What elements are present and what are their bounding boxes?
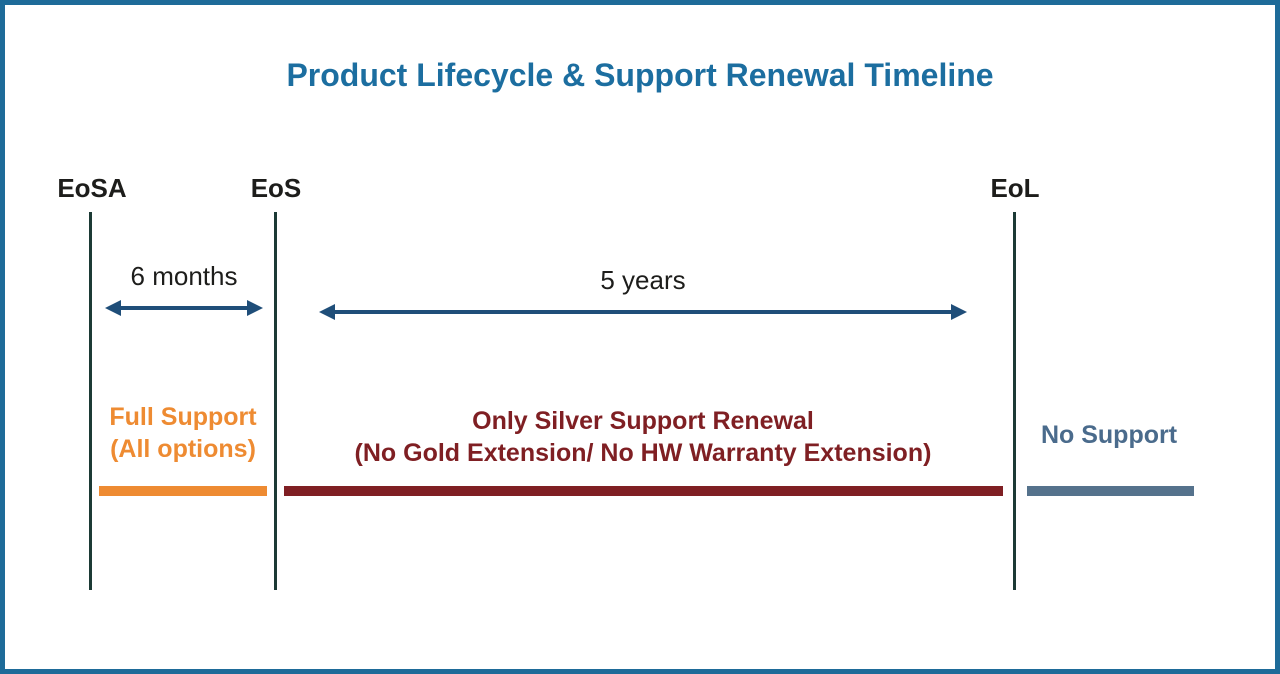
phase-bar-full-support xyxy=(99,486,267,496)
phase-label-line2: (No Gold Extension/ No HW Warranty Exten… xyxy=(354,439,932,467)
milestone-label-eol: EoL xyxy=(990,173,1040,203)
diagram-title: Product Lifecycle & Support Renewal Time… xyxy=(286,57,994,93)
arrowhead-right-icon xyxy=(247,300,263,316)
double-arrow-icon xyxy=(105,299,263,317)
phase-label-full-support: Full Support (All options) xyxy=(63,401,303,465)
phase-bar-no-support xyxy=(1027,486,1194,496)
duration-eosa-to-eos: 6 months xyxy=(105,261,263,317)
milestone-line-eos xyxy=(274,212,277,590)
arrow-shaft xyxy=(119,306,249,310)
phase-bar-silver-support xyxy=(284,486,1003,496)
milestone-line-eosa xyxy=(89,212,92,590)
duration-label-5-years: 5 years xyxy=(600,265,686,295)
milestone-label-eosa: EoSA xyxy=(57,173,127,203)
milestone-line-eol xyxy=(1013,212,1016,590)
phase-label-line1: Full Support xyxy=(109,403,257,431)
duration-label-6-months: 6 months xyxy=(130,261,238,291)
phase-label-no-support: No Support xyxy=(1019,419,1199,451)
arrow-shaft xyxy=(333,310,953,314)
duration-eos-to-eol: 5 years xyxy=(319,265,967,321)
phase-label-silver-support: Only Silver Support Renewal (No Gold Ext… xyxy=(293,405,993,469)
phase-label-line1: Only Silver Support Renewal xyxy=(472,407,814,435)
milestone-label-eos: EoS xyxy=(250,173,302,203)
arrowhead-left-icon xyxy=(105,300,121,316)
phase-label-line1: No Support xyxy=(1040,421,1178,449)
phase-label-line2: (All options) xyxy=(110,435,256,463)
arrowhead-right-icon xyxy=(951,304,967,320)
double-arrow-icon xyxy=(319,303,967,321)
arrowhead-left-icon xyxy=(319,304,335,320)
